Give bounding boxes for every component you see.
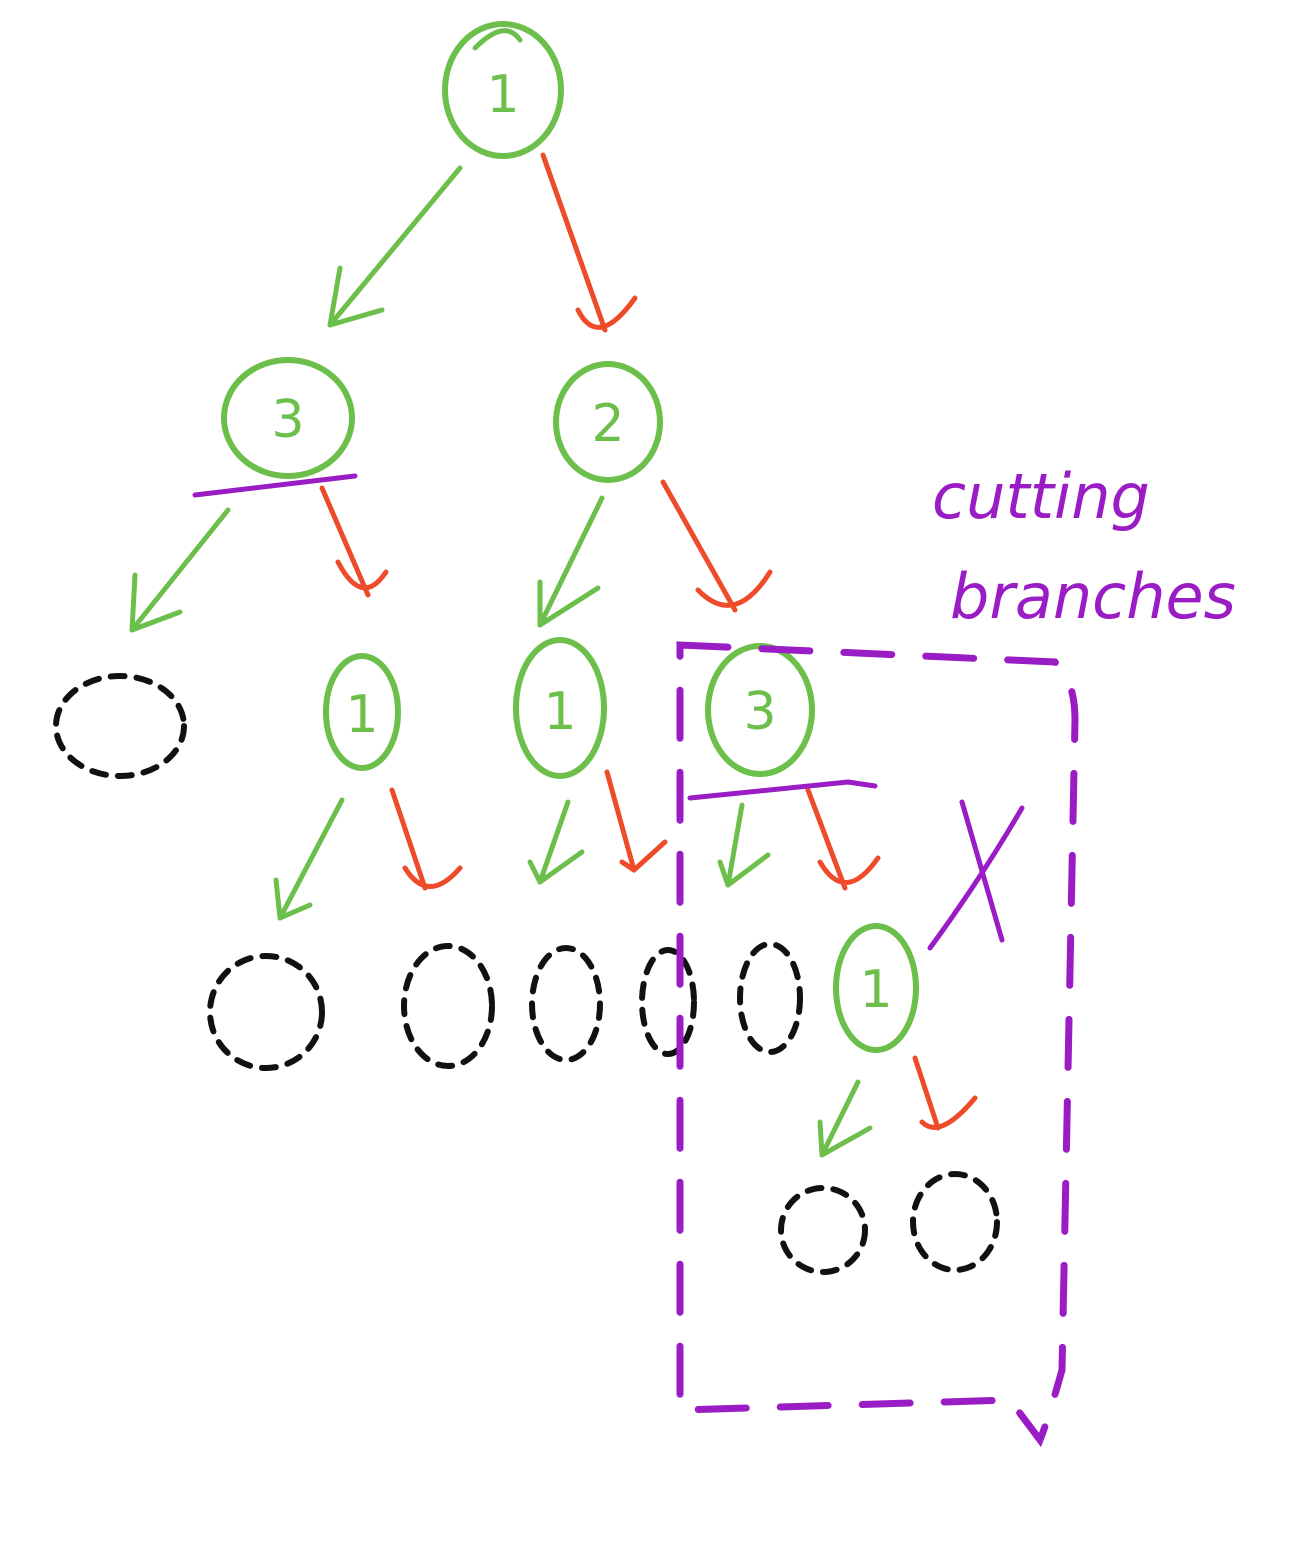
- node-ring: [442, 21, 564, 159]
- edge-b-right: [660, 479, 773, 613]
- arrow-line: [327, 165, 463, 328]
- arrow-line: [819, 1079, 861, 1158]
- empty-node: [207, 953, 325, 1071]
- arrow-line: [805, 787, 848, 891]
- edge-c-left: [273, 797, 345, 921]
- node-root: 1: [442, 21, 564, 159]
- node-a: 3: [221, 357, 355, 479]
- annotation-line2: branches: [950, 560, 1236, 633]
- arrow-line: [277, 797, 345, 921]
- node-d: 1: [513, 637, 607, 779]
- arrow-line: [540, 152, 608, 333]
- node-c: 1: [323, 653, 401, 771]
- arrow-head: [619, 839, 668, 873]
- node-e: 3: [705, 643, 815, 777]
- edge-root-left: [327, 165, 463, 328]
- arrow-line: [537, 799, 571, 885]
- node-label: 2: [591, 394, 624, 454]
- edge-e-left: [717, 802, 771, 888]
- edge-c-right: [389, 787, 463, 891]
- node-ring: [221, 357, 355, 479]
- arrow-head: [327, 265, 385, 328]
- arrow-head: [335, 559, 389, 591]
- arrow-head: [537, 579, 601, 628]
- arrow-line: [129, 507, 231, 633]
- node-label: 3: [743, 682, 776, 742]
- arrow-line: [604, 769, 637, 873]
- node-label: 1: [345, 685, 378, 745]
- node-b: 2: [553, 361, 663, 483]
- arrow-head: [817, 1119, 873, 1158]
- arrow-line: [389, 787, 428, 891]
- arrow-head: [919, 1095, 978, 1130]
- arrow-line: [660, 479, 738, 613]
- edge-a-right: [319, 485, 389, 598]
- node-ring: [833, 923, 919, 1053]
- cross-mark: [927, 805, 1025, 951]
- arrow-head: [575, 295, 638, 330]
- annotation-line1: cutting: [932, 460, 1150, 533]
- node-ring-tail: [472, 28, 523, 51]
- empty-node: [529, 945, 603, 1063]
- arrow-head: [129, 572, 183, 633]
- pruned-region-box: [676, 641, 1079, 1448]
- arrow-line: [537, 495, 605, 628]
- node-ring: [513, 637, 607, 779]
- edge-f-left: [817, 1079, 873, 1158]
- node-label: 1: [859, 960, 892, 1020]
- node-label: 3: [271, 390, 304, 450]
- empty-node: [639, 947, 697, 1057]
- empty-node: [53, 673, 187, 779]
- arrow-head: [695, 569, 773, 608]
- edge-f-right: [912, 1055, 978, 1131]
- arrow-head: [402, 865, 463, 889]
- edge-b-left: [537, 495, 605, 628]
- edge-d-right: [604, 769, 668, 873]
- arrow-head: [273, 877, 313, 921]
- arrow-head: [717, 852, 771, 888]
- arrow-line: [725, 802, 745, 888]
- empty-node: [401, 943, 495, 1069]
- empty-node: [737, 941, 803, 1055]
- cut-mark: [192, 473, 358, 498]
- cut-mark: [687, 779, 878, 801]
- empty-node: [910, 1171, 1000, 1273]
- arrow-line: [319, 485, 371, 598]
- node-label: 1: [543, 682, 576, 742]
- arrow-line: [912, 1055, 941, 1131]
- edge-d-left: [527, 799, 585, 885]
- node-ring: [323, 653, 401, 771]
- empty-node: [778, 1185, 868, 1275]
- arrow-head: [527, 849, 585, 885]
- node-f: 1: [833, 923, 919, 1053]
- edge-root-right: [540, 152, 638, 333]
- edge-e-right: [805, 787, 881, 891]
- node-label: 1: [486, 65, 519, 125]
- node-ring: [553, 361, 663, 483]
- arrow-head: [817, 855, 881, 885]
- edge-a-left: [129, 507, 231, 633]
